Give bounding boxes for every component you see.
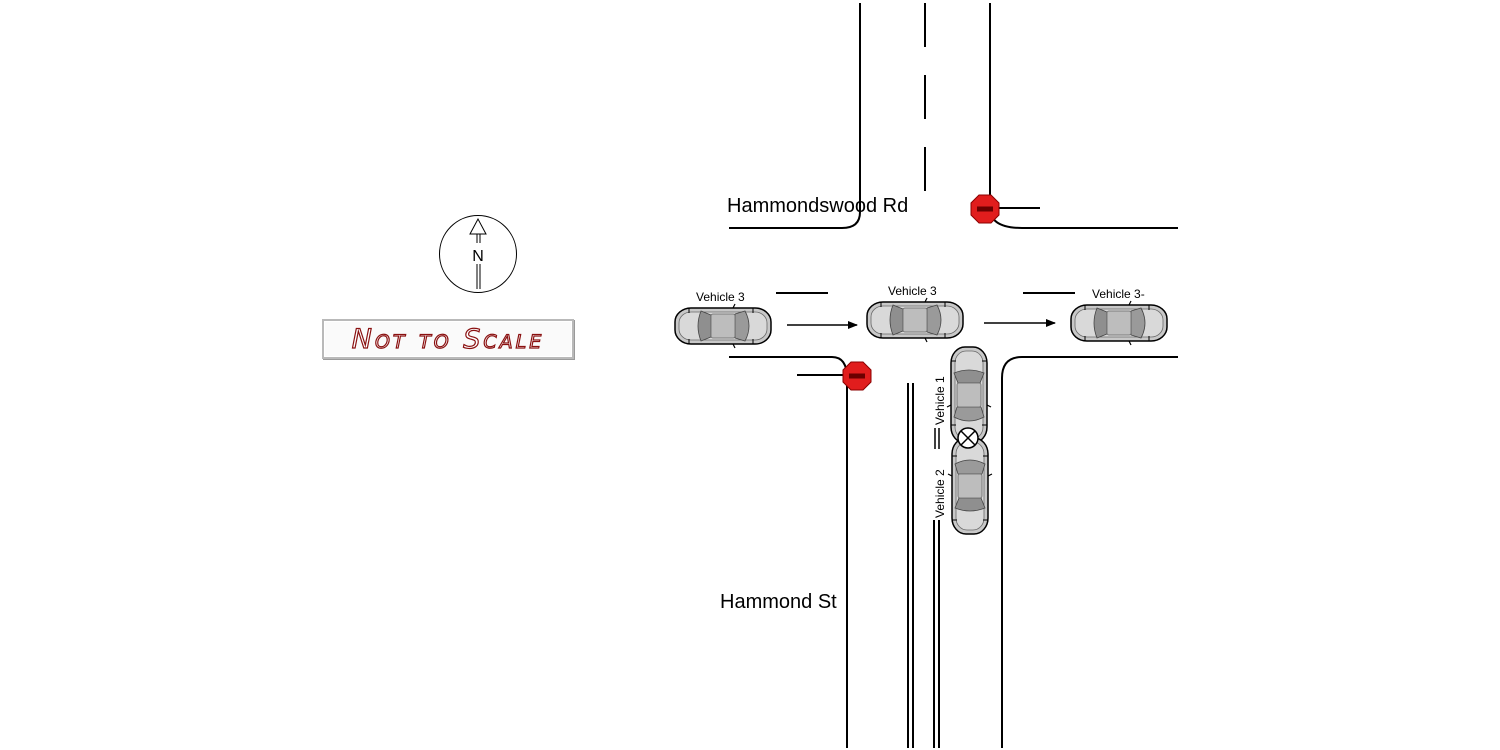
stop-sign-north (970, 194, 1040, 224)
vehicle-2: Vehicle 2 (933, 437, 993, 535)
car-icon (866, 297, 964, 343)
street-label-hammondswood-rd: Hammondswood Rd (727, 195, 908, 217)
street-label-hammond-st: Hammond St (720, 591, 837, 613)
stop-sign-south (797, 361, 872, 391)
vehicle-3-position-2: Vehicle 3 (866, 284, 964, 343)
vehicle-label: Vehicle 2 (933, 469, 947, 518)
vehicle-3-position-1: Vehicle 3 (674, 290, 772, 349)
vehicle-label: Vehicle 3 (888, 284, 937, 298)
not-to-scale-badge: Not to Scale (322, 319, 574, 359)
vehicle-label: Vehicle 3 (696, 290, 745, 304)
lane-markings (776, 3, 1075, 748)
car-icon (947, 437, 993, 535)
compass-letter: N (472, 248, 484, 265)
stop-sign-icon (842, 361, 872, 391)
car-icon (1070, 300, 1168, 346)
car-icon (674, 303, 772, 349)
north-arrow-icon (439, 215, 517, 293)
vehicle-label: Vehicle 3- (1092, 287, 1145, 301)
collision-point-icon (957, 427, 979, 449)
vehicle-1: Vehicle 1 (933, 346, 992, 444)
stop-sign-icon (970, 194, 1000, 224)
vehicle-label: Vehicle 1 (933, 376, 947, 425)
vehicle-3-position-3: Vehicle 3- (1070, 287, 1168, 346)
not-to-scale-text: Not to Scale (351, 323, 545, 355)
